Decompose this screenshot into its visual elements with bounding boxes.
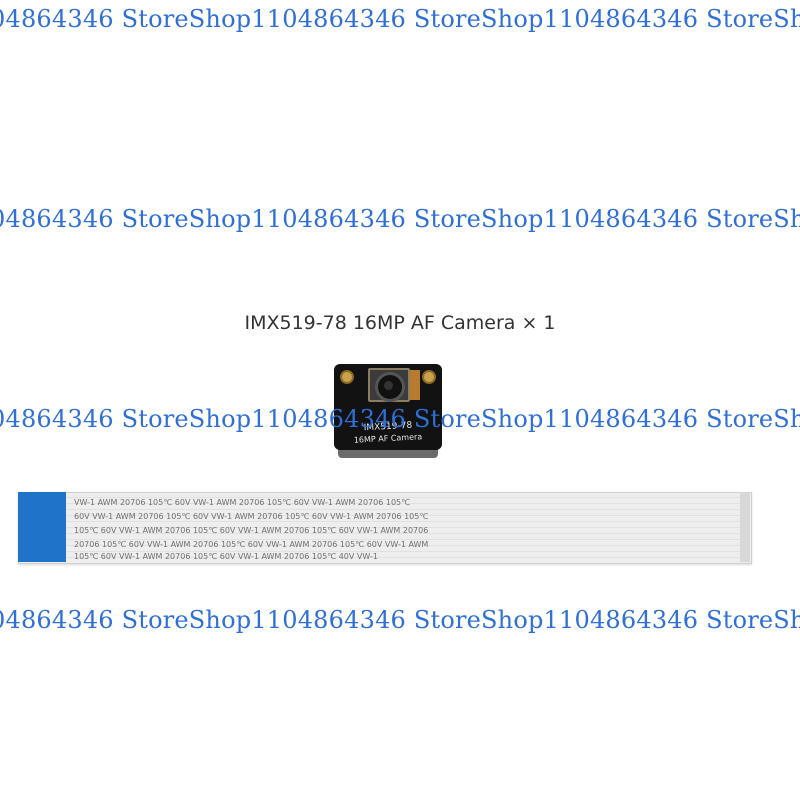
watermark-line: 04864346 StoreShop1104864346 StoreShop11… bbox=[0, 405, 800, 433]
mount-hole-icon bbox=[422, 370, 436, 384]
ribbon-cable-lines bbox=[18, 492, 750, 562]
watermark-line: 04864346 StoreShop1104864346 StoreShop11… bbox=[0, 606, 800, 634]
mount-hole-icon bbox=[340, 370, 354, 384]
ribbon-cable-end bbox=[740, 492, 750, 562]
sensor-flex-pad bbox=[410, 370, 420, 400]
watermark-line: 04864346 StoreShop1104864346 StoreShop11… bbox=[0, 5, 800, 33]
ribbon-cable-image: VW-1 AWM 20706 105℃ 60V VW-1 AWM 20706 1… bbox=[18, 492, 752, 564]
camera-module-image: IMX519-78 16MP AF Camera bbox=[334, 364, 442, 460]
ribbon-cable-body bbox=[18, 492, 752, 564]
cable-print-row: 105℃ 60V VW-1 AWM 20706 105℃ 60V VW-1 AW… bbox=[74, 552, 378, 561]
lens-aperture bbox=[384, 381, 393, 390]
cable-print-row: 20706 105℃ 60V VW-1 AWM 20706 105℃ 60V V… bbox=[74, 540, 429, 549]
cable-print-row: 60V VW-1 AWM 20706 105℃ 60V VW-1 AWM 207… bbox=[74, 512, 429, 521]
cable-print-row: 105℃ 60V VW-1 AWM 20706 105℃ 60V VW-1 AW… bbox=[74, 526, 429, 535]
product-title: IMX519-78 16MP AF Camera × 1 bbox=[244, 312, 556, 334]
cable-print-row: VW-1 AWM 20706 105℃ 60V VW-1 AWM 20706 1… bbox=[74, 498, 411, 507]
watermark-line: 04864346 StoreShop1104864346 StoreShop11… bbox=[0, 205, 800, 233]
ribbon-cable-blue-tab bbox=[18, 492, 66, 562]
